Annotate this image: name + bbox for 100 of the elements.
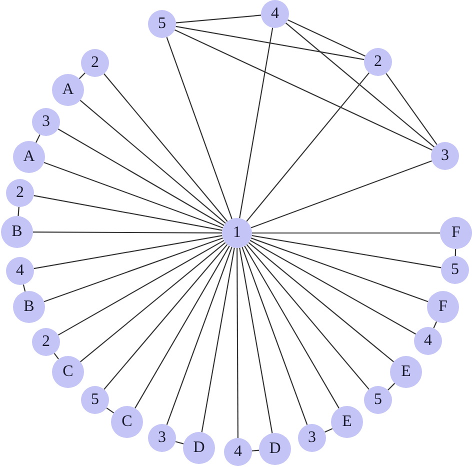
connector-line	[176, 14, 262, 24]
connector-line	[252, 234, 442, 268]
node-label: B	[12, 223, 22, 241]
circle-node	[81, 386, 109, 414]
circle-node	[414, 327, 442, 355]
connector-line	[22, 284, 26, 292]
circle-node	[6, 179, 34, 207]
node-label: 3	[42, 113, 50, 131]
circle-node	[364, 48, 392, 76]
connector-line	[44, 162, 224, 228]
node-label: 4	[16, 262, 24, 280]
circle-node	[427, 291, 459, 323]
node-label: 2	[374, 53, 382, 71]
connector-line	[246, 244, 370, 390]
connector-line	[285, 22, 435, 148]
connector-line	[175, 441, 184, 444]
connector-line	[34, 235, 222, 270]
connector-line	[104, 244, 228, 390]
circle-node	[431, 142, 459, 170]
connector-line	[287, 19, 366, 57]
circle-node	[364, 386, 392, 414]
node-label: 3	[158, 429, 166, 447]
connector-line	[242, 246, 308, 426]
connector-line	[250, 240, 416, 335]
connector-line	[176, 26, 364, 60]
connector-line	[58, 240, 224, 336]
circle-node	[148, 10, 176, 38]
node-label: C	[62, 363, 74, 381]
node-label: E	[342, 413, 352, 431]
node-label: 2	[42, 333, 50, 351]
connector-line	[134, 246, 230, 408]
node-label: 4	[234, 443, 242, 461]
connector-line	[33, 232, 222, 234]
connector-line	[252, 232, 440, 234]
connector-line	[386, 73, 438, 145]
connector-line	[18, 206, 20, 216]
connector-line	[454, 248, 456, 256]
circle-node	[52, 74, 84, 106]
connector-line	[388, 382, 396, 390]
circle-node	[32, 108, 60, 136]
connector-line	[166, 246, 232, 426]
circle-node	[259, 433, 291, 465]
connector-line	[244, 246, 340, 408]
node-label: 2	[16, 184, 24, 202]
connector-line	[236, 248, 238, 438]
circle-node	[81, 49, 109, 77]
node-label: 1	[233, 224, 241, 242]
node-label: 4	[424, 332, 432, 350]
node-label: 5	[91, 391, 99, 409]
node-label: D	[269, 440, 281, 458]
connector-line	[174, 29, 433, 151]
node-label: 4	[271, 5, 279, 23]
node-label: 3	[441, 147, 449, 165]
connector-line	[239, 248, 273, 434]
connector-line	[44, 238, 224, 302]
connector-line	[36, 134, 40, 143]
node-label: B	[24, 298, 34, 316]
node-label: 5	[451, 261, 459, 279]
circle-node	[32, 328, 60, 356]
circle-node	[148, 424, 176, 452]
circle-node	[440, 217, 472, 249]
circle-node	[390, 356, 422, 388]
connector-line	[58, 128, 224, 226]
connector-line	[54, 352, 59, 360]
connector-line	[166, 36, 232, 220]
connector-line	[239, 28, 274, 218]
connector-line	[80, 242, 226, 362]
node-label: C	[122, 413, 132, 431]
connector-line	[246, 72, 370, 222]
circle-node	[13, 291, 45, 323]
circle-node	[331, 406, 363, 438]
circle-node	[111, 406, 143, 438]
connector-line	[80, 100, 226, 224]
node-label: F	[452, 224, 460, 242]
node-label: 5	[158, 15, 166, 33]
circle-node	[183, 432, 215, 464]
circle-node	[298, 424, 326, 452]
circle-node	[224, 438, 252, 466]
connector-line	[324, 428, 333, 433]
circle-node	[261, 0, 289, 28]
node-label: 5	[374, 391, 382, 409]
connector-line	[433, 321, 438, 328]
circle-node	[222, 218, 252, 248]
node-label: 3	[308, 429, 316, 447]
circle-node	[1, 216, 33, 248]
circle-node	[6, 257, 34, 285]
circle-node	[52, 356, 84, 388]
connector-line	[248, 242, 394, 362]
node-label: 2	[91, 54, 99, 72]
node-label: D	[193, 439, 205, 457]
connector-line	[106, 407, 114, 414]
circle-node	[13, 141, 45, 173]
node-label: A	[62, 81, 74, 99]
connector-line	[34, 195, 222, 231]
node-label: A	[23, 148, 35, 166]
connector-line	[104, 73, 228, 222]
connector-line	[250, 160, 432, 228]
circle-node	[441, 256, 469, 284]
connector-line	[252, 450, 260, 452]
node-label: E	[401, 363, 411, 381]
